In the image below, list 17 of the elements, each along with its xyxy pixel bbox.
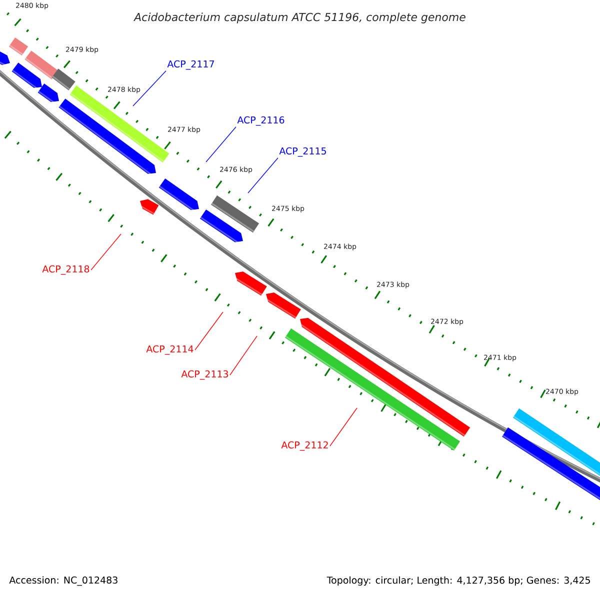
gene-label: ACP_2116 — [237, 116, 284, 126]
leader-line — [194, 312, 224, 350]
leader-line — [90, 234, 122, 270]
footer-text: Accession: NC_012483 — [9, 576, 118, 586]
leader-line — [248, 158, 278, 194]
gene-label: ACP_2117 — [167, 60, 214, 70]
leader-line — [330, 408, 358, 446]
gene-label: ACP_2115 — [279, 147, 326, 157]
leader-line — [206, 126, 236, 162]
leader-line — [230, 336, 258, 376]
gene-label: ACP_2114 — [146, 345, 194, 355]
leader-line — [132, 70, 166, 106]
title: Acidobacterium capsulatum ATCC 51196, complete genome — [134, 12, 466, 24]
gene-label: ACP_2118 — [42, 265, 90, 275]
gene-label: ACP_2113 — [181, 370, 228, 380]
gene-label: ACP_2112 — [281, 441, 328, 451]
footer-text: Topology: circular; Length: 4,127,356 bp; Genes: 3,425 — [326, 576, 590, 586]
